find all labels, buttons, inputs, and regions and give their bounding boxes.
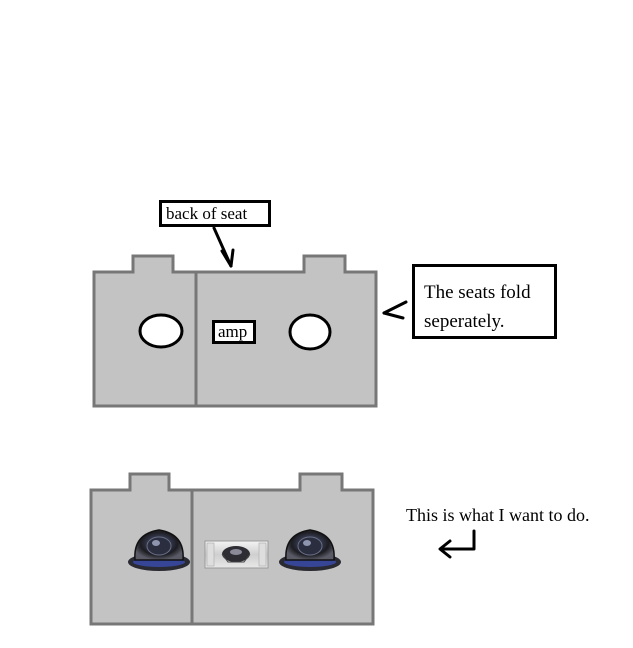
seats-fold-arrow <box>382 300 408 320</box>
seats-fold-text-line1: The seats fold <box>424 282 531 303</box>
top-right-speaker-hole <box>288 313 332 351</box>
amp-text: amp <box>218 322 248 341</box>
back-of-seat-text: back of seat <box>166 204 248 223</box>
subwoofer-icon <box>279 529 341 571</box>
back-of-seat-label: back of seat <box>159 200 271 227</box>
back-of-seat-arrow <box>212 226 235 268</box>
top-left-speaker-hole <box>138 313 184 349</box>
seats-fold-text-line2: seperately. <box>424 311 505 332</box>
want-caption: This is what I want to do. <box>406 505 590 525</box>
amp-label: amp <box>212 320 256 344</box>
seats-fold-label: The seats fold seperately. <box>412 264 557 339</box>
subwoofer-icon <box>128 529 190 571</box>
bottom-seat <box>89 472 375 626</box>
return-arrow-icon <box>438 529 476 559</box>
amplifier-icon <box>204 540 269 569</box>
